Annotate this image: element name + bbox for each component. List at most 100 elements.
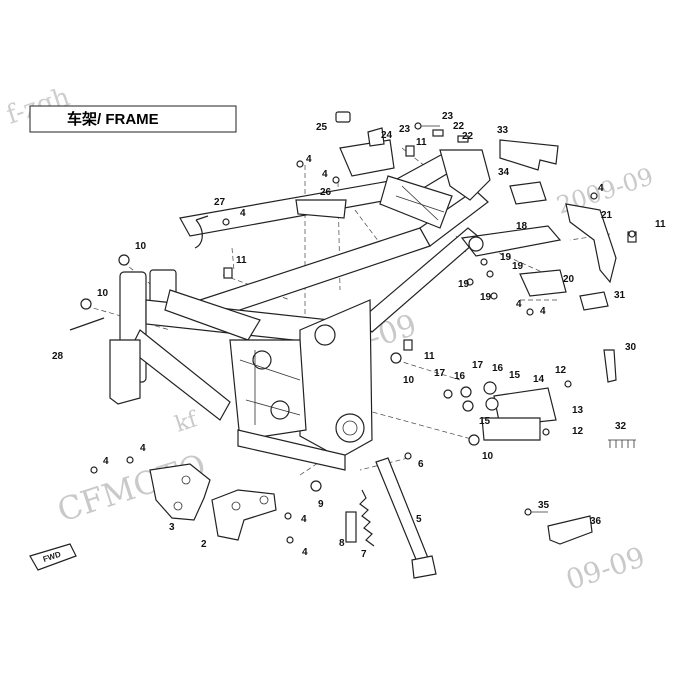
part-31-plate <box>579 291 609 311</box>
part-10-grommet <box>80 298 92 310</box>
part-11-bush <box>223 267 233 279</box>
fwd-arrow-icon <box>29 543 77 571</box>
part-11-bush <box>405 145 415 157</box>
rear-subframe-lower <box>419 189 489 247</box>
callout-label: 4 <box>240 208 246 219</box>
part-12-bolt <box>564 380 572 388</box>
part-4-bolt <box>590 192 598 200</box>
part-4-bolt <box>284 512 292 520</box>
callout-label: 20 <box>563 274 575 285</box>
part-17-bolt <box>443 389 453 399</box>
callout-label: 10 <box>403 375 415 386</box>
title-box: 车架/ FRAME <box>29 105 237 133</box>
watermark-text: kf <box>172 407 202 438</box>
part-4-bolt <box>296 160 304 168</box>
part-4-bolt <box>126 456 134 464</box>
top-tube-left <box>179 179 412 237</box>
upper-engine-mount <box>314 324 336 346</box>
callout-label: 19 <box>480 292 492 303</box>
part-23-bolt <box>414 122 422 130</box>
part-19-bolt <box>466 278 474 286</box>
callout-label: 11 <box>416 137 427 148</box>
part-10-grommet <box>468 434 480 446</box>
part-14-bracket <box>493 387 557 427</box>
callout-label: 17 <box>434 368 446 379</box>
callout-label: 24 <box>381 130 393 141</box>
fwd-badge: FWD <box>29 543 77 571</box>
callout-label: 19 <box>500 252 512 263</box>
callout-label: 10 <box>97 288 109 299</box>
page-title: 车架/ FRAME <box>67 110 159 128</box>
callout-label: 19 <box>458 279 470 290</box>
callout-label: 4 <box>598 183 604 194</box>
part-26-plate <box>295 199 347 219</box>
callout-label: 4 <box>306 154 312 165</box>
part-27-cable <box>194 215 209 249</box>
callout-label: 32 <box>615 421 627 432</box>
callout-label: 12 <box>572 426 584 437</box>
small-parts <box>69 111 637 579</box>
part-10-grommet <box>390 352 402 364</box>
engine-mount-boss <box>252 350 272 370</box>
part-16-bush <box>460 386 472 398</box>
part-9-nut <box>310 480 322 492</box>
callout-label: 9 <box>318 499 324 510</box>
callout-label: 23 <box>399 124 411 135</box>
part-24-ear <box>367 127 385 147</box>
part-33-bracket <box>499 139 559 171</box>
callout-label: 16 <box>492 363 504 374</box>
part-36-bracket <box>547 515 593 545</box>
part-4-bolt <box>628 230 636 238</box>
part-2-bracket <box>211 489 277 541</box>
part-25-pad <box>335 111 351 123</box>
part-5-stand-foot <box>411 555 437 579</box>
callout-label: 27 <box>214 197 226 208</box>
title-border <box>29 105 237 133</box>
part-5-side-stand <box>375 457 433 575</box>
callout-label: 4 <box>540 306 546 317</box>
callout-label: 2 <box>201 539 207 550</box>
part-12-bolt <box>542 428 550 436</box>
rear-tail-bracket <box>439 149 491 201</box>
callout-label: 16 <box>454 371 466 382</box>
part-4-bolt <box>90 466 98 474</box>
part-4-bolt <box>526 308 534 316</box>
callout-label: 22 <box>462 131 474 142</box>
callout-label: 18 <box>516 221 528 232</box>
callout-label: 30 <box>625 342 637 353</box>
part-22-clip <box>432 129 444 137</box>
callout-label: 4 <box>103 456 109 467</box>
part-21-bracket <box>565 203 617 284</box>
part-18-ring <box>468 236 484 252</box>
engine-mount-boss <box>270 400 290 420</box>
callout-label: 10 <box>482 451 494 462</box>
callout-label: 6 <box>418 459 424 470</box>
callout-label: 12 <box>555 365 567 376</box>
callout-label: 4 <box>302 547 308 558</box>
callout-label: 4 <box>516 299 522 310</box>
lower-cross-member <box>237 429 346 471</box>
part-19-bolt <box>490 292 498 300</box>
watermark-text: 09-09 <box>562 540 649 596</box>
part-32-strip <box>608 439 636 448</box>
callout-label: 4 <box>322 169 328 180</box>
part-30-clip <box>603 349 617 383</box>
part-7-spring <box>359 489 375 547</box>
part-8-sleeve <box>345 511 357 543</box>
callout-label: 33 <box>497 125 509 136</box>
part-4-bolt <box>286 536 294 544</box>
callout-labels: 25 24 23 23 22 22 33 4 11 4 26 27 4 34 4… <box>52 111 666 560</box>
part-16-bush <box>462 400 474 412</box>
part-13-block <box>481 417 541 441</box>
swingarm-pivot <box>335 413 365 443</box>
front-lower-mount <box>109 339 141 405</box>
part-35-bolt <box>524 508 532 516</box>
callout-label: 14 <box>533 374 545 385</box>
part-3-bracket <box>149 463 211 521</box>
part-6-bolt <box>404 452 412 460</box>
part-20-bracket <box>519 269 567 297</box>
callout-label: 22 <box>453 121 465 132</box>
part-19-bolt <box>486 270 494 278</box>
